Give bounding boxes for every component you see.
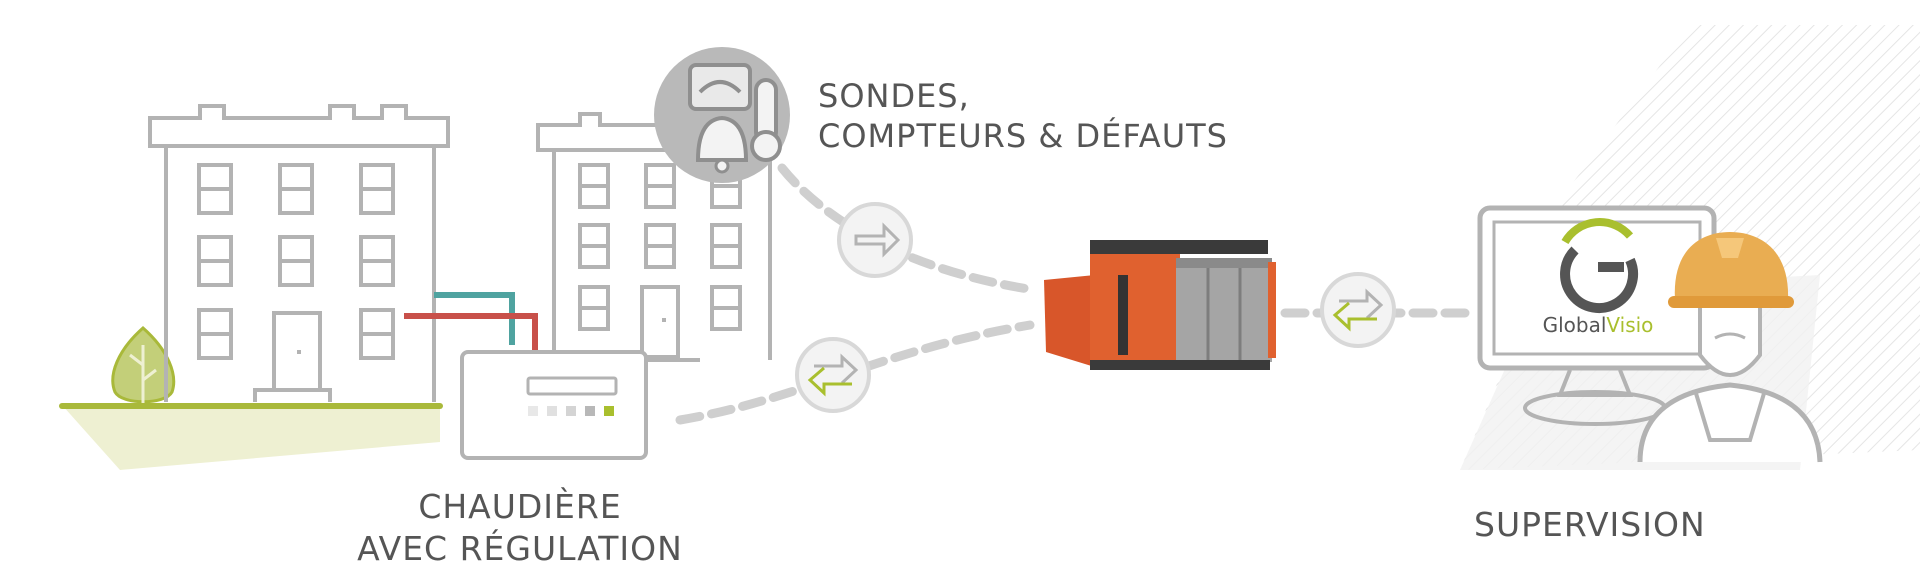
boiler-label-line1: CHAUDIÈRE <box>418 487 622 526</box>
arrow-right-icon <box>837 202 913 278</box>
svg-text:GlobalVisio: GlobalVisio <box>1543 313 1654 337</box>
supervision-label: SUPERVISION <box>1474 505 1706 544</box>
boiler <box>460 350 648 460</box>
sensors-label-line1: SONDES, <box>818 77 970 115</box>
globalvisio-logo: GlobalVisio <box>1543 218 1654 337</box>
boiler-label: CHAUDIÈRE AVEC RÉGULATION <box>350 486 690 570</box>
tree-icon <box>111 326 176 404</box>
pipe-teal <box>434 292 515 345</box>
building-small <box>536 112 772 362</box>
bidirectional-arrows-icon <box>795 337 871 413</box>
controller-device <box>1044 240 1276 370</box>
sensors-label-line2: COMPTEURS & DÉFAUTS <box>818 117 1228 155</box>
sensors-label: SONDES, COMPTEURS & DÉFAUTS <box>818 76 1228 156</box>
logo-brand-visio: Visio <box>1606 313 1653 337</box>
building-large <box>148 104 450 402</box>
sensor-meter-bell-thermometer-icon <box>654 47 790 183</box>
technician-with-helmet-icon <box>1637 232 1823 463</box>
pipe-red <box>404 313 538 350</box>
ground-shadow <box>62 405 440 470</box>
bidirectional-arrows-icon-supervision <box>1320 272 1396 348</box>
boiler-label-line2: AVEC RÉGULATION <box>357 529 683 568</box>
logo-brand-global: Global <box>1543 313 1607 337</box>
